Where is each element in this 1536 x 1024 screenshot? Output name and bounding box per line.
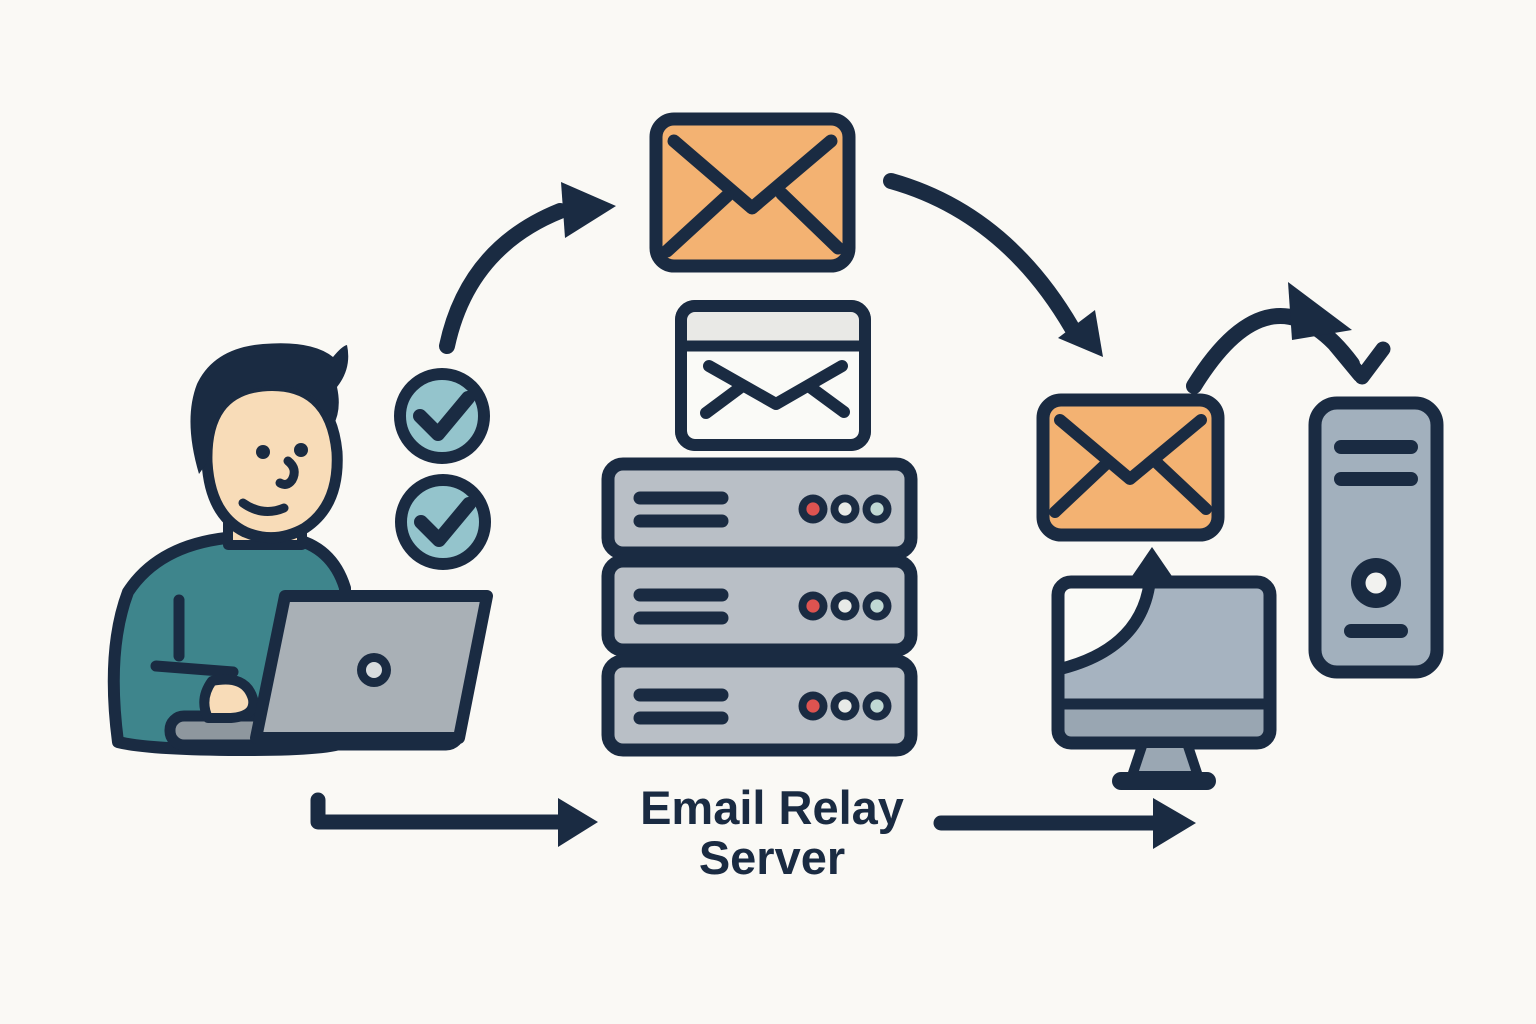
arrow-delivered-to-tower [1186, 282, 1391, 394]
envelope-flap [703, 360, 848, 410]
envelope-fold-right [1150, 456, 1212, 515]
recipient-monitor-icon [1051, 547, 1277, 790]
arrowhead [1058, 310, 1103, 357]
arrow-outgoing-to-delivered [883, 173, 1103, 357]
left-eye [256, 445, 270, 459]
arrow-shaft-on-screen [1058, 582, 1156, 676]
server-led-red [806, 699, 820, 713]
verification-checks [394, 368, 491, 570]
server-led-teal [870, 599, 884, 613]
envelope-fold-left [1049, 458, 1112, 518]
server-led-teal [870, 502, 884, 516]
hand [199, 674, 259, 723]
queued-email-card-icon [675, 300, 871, 451]
server-led-teal [870, 699, 884, 713]
check-glyph [414, 497, 476, 547]
checkmark-circle-icon [395, 474, 491, 570]
hair [190, 343, 349, 474]
sleeve [150, 660, 239, 678]
envelope-flap [667, 134, 838, 215]
arrow-relay-to-recipient [933, 798, 1196, 849]
screen-highlight-wedge [1058, 582, 1149, 671]
server-unit [601, 654, 918, 757]
server-led-white [838, 699, 852, 713]
monitor-stand [1127, 738, 1203, 781]
monitor-base [1112, 772, 1216, 790]
server-led-red [806, 599, 820, 613]
right-eye [294, 443, 308, 457]
arrowhead [558, 798, 598, 847]
server-led-red [806, 502, 820, 516]
envelope-fold-left [700, 381, 747, 419]
laptop-logo-center [366, 662, 382, 678]
outgoing-envelope-icon [649, 112, 856, 273]
caption-line-1: Email Relay [640, 781, 904, 834]
arrowhead [1153, 798, 1196, 849]
laptop-icon [164, 590, 493, 751]
envelope-fold-right [804, 381, 850, 418]
arrowhead [561, 182, 616, 238]
tower-power-button-center [1365, 572, 1387, 594]
relay-server-stack-icon [601, 457, 918, 757]
arrow-sender-to-relay [310, 792, 598, 847]
nose [275, 456, 299, 489]
server-led-white [838, 502, 852, 516]
checkmark-circle-icon [394, 368, 490, 464]
computer-tower-icon [1308, 396, 1444, 679]
server-unit [601, 554, 918, 657]
envelope-flap [1054, 414, 1207, 485]
check-glyph [413, 391, 475, 441]
arrow-sender-to-outgoing [439, 182, 616, 354]
mouth [238, 498, 289, 517]
arrowhead-chevron [1328, 338, 1391, 385]
card-header-band [683, 308, 863, 344]
server-led-white [838, 599, 852, 613]
envelope-fold-right [775, 187, 845, 255]
delivered-envelope-icon [1036, 393, 1225, 542]
arrowhead-swoosh [1288, 282, 1352, 340]
caption-line-2: Server [699, 831, 845, 884]
server-unit [601, 457, 918, 560]
envelope-fold-left [660, 189, 734, 258]
